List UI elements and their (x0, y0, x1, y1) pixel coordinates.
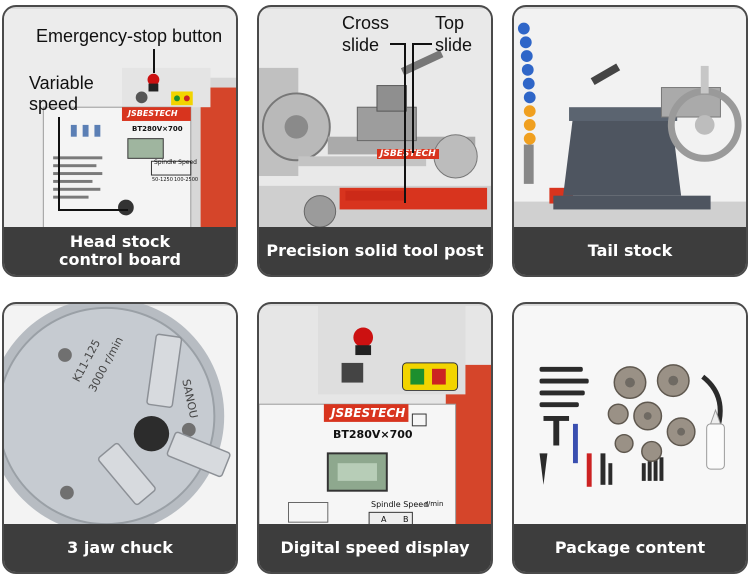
toolpost-brand-label: JSBESTECH (377, 149, 439, 159)
panel-range-a: 50-1250 (152, 177, 173, 183)
callout-cross-slide: slide (342, 35, 380, 55)
card-headstock: JSBESTECH BT280V×700 Spindle Speed 50-12… (2, 5, 238, 277)
caption-headstock-line2: control board (58, 250, 182, 269)
display-col-b: B (403, 515, 409, 524)
panel-model: BT280V×700 (132, 125, 183, 133)
display-panel-brand: JSBESTECH (331, 406, 406, 420)
card-speed-display: JSBESTECH BT280V×700 Spindle Speed r/min… (257, 302, 493, 574)
cross-leader-horizontal (390, 43, 406, 45)
variable-leader-vertical (58, 117, 60, 211)
callout-top-slide: slide (435, 35, 473, 55)
card-tailstock: Tail stock (512, 5, 748, 277)
callout-variable: Variable (29, 73, 94, 93)
package-photo (514, 305, 746, 527)
chuck-photo (4, 304, 236, 528)
panel-brand: JSBESTECH (128, 109, 178, 118)
caption-headstock: Head stock control board (4, 227, 236, 275)
top-leader-vertical (412, 43, 414, 153)
headstock-photo (4, 8, 236, 230)
caption-package: Package content (514, 524, 746, 572)
display-panel-model: BT280V×700 (333, 428, 413, 441)
cross-leader-vertical (404, 43, 406, 203)
card-toolpost: JSBESTECH Cross slide Top slide Precisio… (257, 5, 493, 277)
caption-speed-display: Digital speed display (259, 524, 491, 572)
card-chuck: K11-125 3000 r/min SANOU 3 jaw chuck (2, 302, 238, 574)
card-package: Package content (512, 302, 748, 574)
display-speed-label: Spindle Speed (371, 500, 429, 509)
callout-cross: Cross (342, 13, 390, 33)
top-leader-horizontal (412, 43, 432, 45)
callout-emergency-stop: Emergency-stop button (36, 26, 223, 46)
callout-speed: speed (29, 94, 79, 114)
speed-display-photo (259, 305, 491, 527)
display-col-a: A (381, 515, 387, 524)
emergency-leader-line (153, 49, 155, 73)
toolpost-photo (259, 8, 491, 230)
panel-range-b: 100-2500 (174, 177, 199, 183)
callout-top: Top (435, 13, 465, 33)
caption-toolpost: Precision solid tool post (259, 227, 491, 275)
panel-speed-label: Spindle Speed (154, 159, 197, 166)
tailstock-photo (514, 8, 746, 230)
caption-headstock-line1: Head stock (69, 232, 171, 251)
caption-tailstock: Tail stock (514, 227, 746, 275)
caption-chuck: 3 jaw chuck (4, 524, 236, 572)
variable-leader-horizontal (58, 209, 128, 211)
display-speed-unit: r/min (425, 500, 444, 508)
